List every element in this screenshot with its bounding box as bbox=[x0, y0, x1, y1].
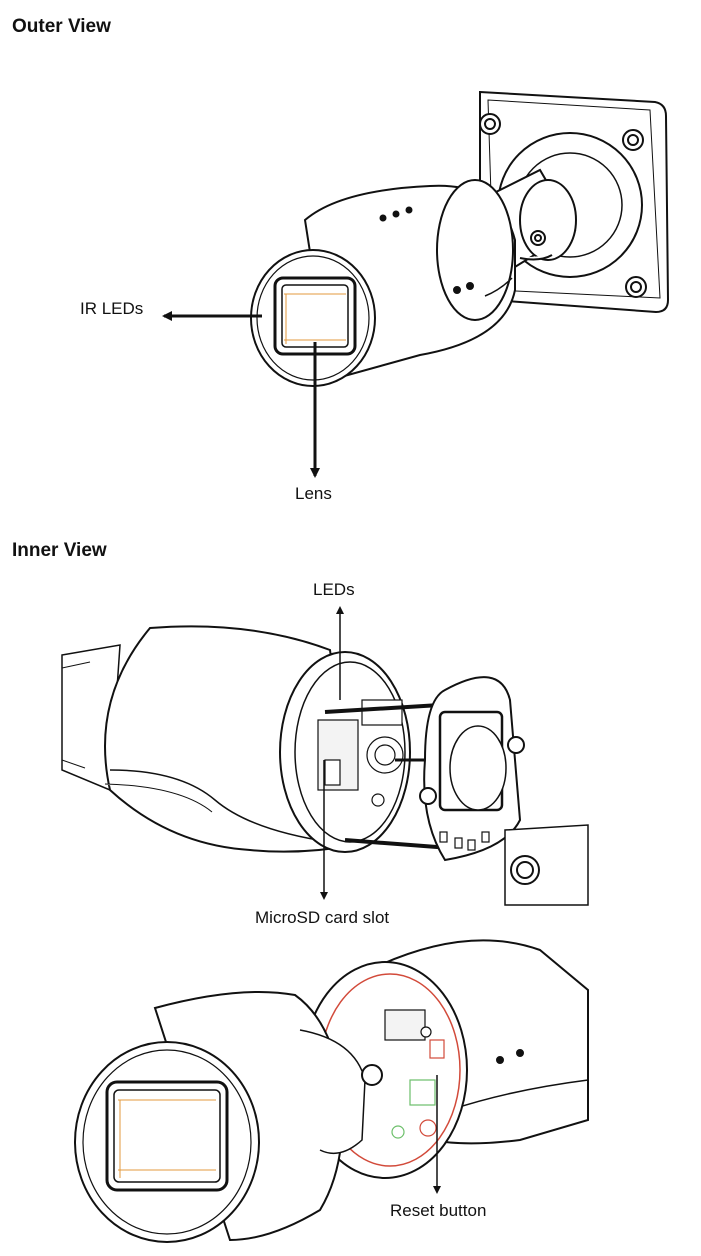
reset-button-label: Reset button bbox=[390, 1201, 487, 1220]
camera-body bbox=[250, 179, 516, 387]
lens-label: Lens bbox=[295, 484, 332, 503]
ir-leds-label: IR LEDs bbox=[80, 299, 144, 318]
outer-camera bbox=[250, 90, 670, 387]
outer-view-heading: Outer View bbox=[12, 16, 111, 37]
inner-camera-open bbox=[61, 625, 589, 906]
inner-camera-rear bbox=[74, 939, 589, 1243]
inner-view-heading: Inner View bbox=[12, 540, 107, 561]
leds-label: LEDs bbox=[313, 580, 355, 599]
microsd-card-slot-label: MicroSD card slot bbox=[255, 908, 390, 927]
